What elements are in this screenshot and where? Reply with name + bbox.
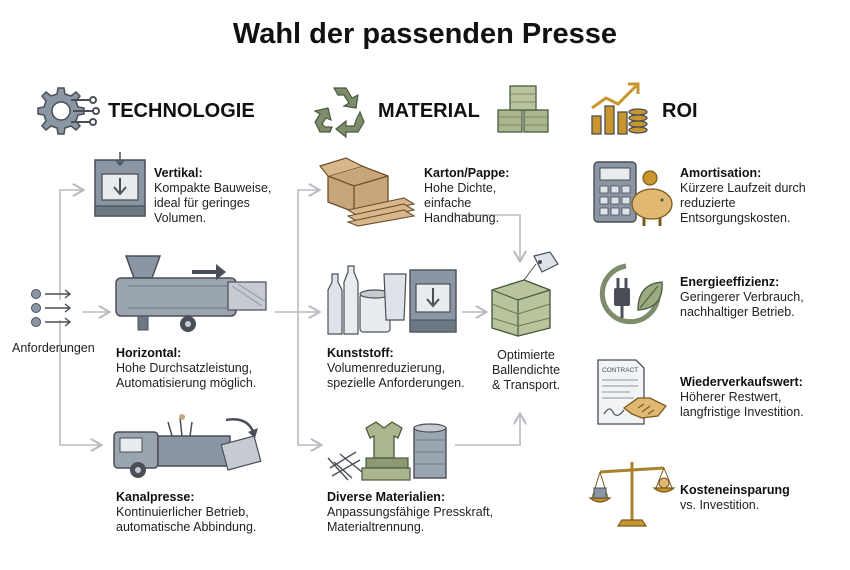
- contract-handshake-icon: CONTRACT: [597, 359, 668, 425]
- roi-resale-desc-line: Höherer Restwert,: [680, 390, 782, 404]
- material-cardboard-text: Karton/Pappe: Hohe Dichte, einfache Hand…: [424, 166, 509, 226]
- roi-energy-desc-line: nachhaltiger Betrieb.: [680, 305, 795, 319]
- tech-vertical-desc-line: Kompakte Bauweise,: [154, 181, 272, 195]
- section-material: MATERIAL: [378, 100, 480, 122]
- result-line: Optimierte: [497, 348, 555, 362]
- material-diverse-desc-line: Materialtrennung.: [327, 520, 425, 534]
- roi-energy-title: Energieeffizienz:: [680, 275, 780, 289]
- material-cardboard-title: Karton/Pappe:: [424, 166, 510, 180]
- tech-vertical-desc-line: Volumen.: [154, 211, 207, 225]
- material-cardboard-desc-line: Hohe Dichte,: [424, 181, 497, 195]
- roi-amortization-desc-line: Entsorgungskosten.: [680, 211, 791, 225]
- vertical-baler-icon: [94, 152, 146, 217]
- tech-vertical-text: Vertikal: Kompakte Bauweise, ideal für g…: [154, 166, 271, 226]
- recycle-icon: [313, 87, 365, 139]
- channel-baler-icon: [113, 414, 262, 478]
- tech-horizontal-desc-line: Automatisierung möglich.: [116, 376, 257, 390]
- result-line: & Transport.: [491, 378, 561, 392]
- material-cardboard-desc-line: einfache: [424, 196, 472, 210]
- tech-horizontal-desc-line: Hohe Durchsatzleistung,: [116, 361, 253, 375]
- requirements-label: Anforderungen: [12, 341, 95, 355]
- roi-resale-title: Wiederverkaufswert:: [680, 375, 803, 389]
- tech-channel-desc-line: Kontinuierlicher Betrieb,: [116, 505, 249, 519]
- plastic-bottles-icon: [327, 265, 457, 335]
- roi-savings-desc-line: vs. Investition.: [680, 498, 760, 512]
- page-title: Wahl der passenden Presse: [232, 18, 618, 50]
- roi-energy-desc-line: Geringerer Verbrauch,: [680, 290, 804, 304]
- bale-with-tag-icon: [491, 251, 559, 337]
- tech-channel-text: Kanalpresse: Kontinuierlicher Betrieb, a…: [116, 490, 256, 535]
- roi-savings-title: Kosteneinsparung: [680, 483, 790, 497]
- tech-horizontal-text: Horizontal: Hohe Durchsatzleistung, Auto…: [116, 346, 256, 391]
- material-diverse-title: Diverse Materialien:: [327, 490, 446, 504]
- balance-scale-icon: [588, 462, 676, 527]
- contract-heading: CONTRACT: [602, 367, 638, 374]
- mixed-materials-icon: [327, 421, 447, 481]
- roi-resale-text: Wiederverkaufswert: Höherer Restwert, la…: [680, 375, 804, 420]
- tech-horizontal-title: Horizontal:: [116, 346, 182, 360]
- roi-energy-text: Energieeffizienz: Geringerer Verbrauch, …: [680, 275, 804, 320]
- gear-circuit-icon: [37, 87, 100, 135]
- growth-chart-icon: [591, 82, 648, 135]
- material-cardboard-desc-line: Handhabung.: [424, 211, 500, 225]
- roi-resale-desc-line: langfristige Investition.: [680, 405, 804, 419]
- cardboard-box-icon: [318, 157, 416, 227]
- requirements-list-icon: [31, 289, 72, 327]
- roi-savings-text: Kosteneinsparung vs. Investition.: [680, 483, 790, 513]
- tech-channel-desc-line: automatische Abbindung.: [116, 520, 257, 534]
- material-diverse-desc-line: Anpassungsfähige Presskraft,: [327, 505, 494, 519]
- section-technology: TECHNOLOGIE: [108, 100, 255, 122]
- result-text: Optimierte Ballendichte & Transport.: [476, 348, 576, 393]
- horizontal-baler-icon: [115, 255, 267, 332]
- section-roi: ROI: [662, 100, 698, 122]
- tech-channel-title: Kanalpresse:: [116, 490, 195, 504]
- plug-leaf-icon: [599, 263, 663, 325]
- result-line: Ballendichte: [491, 363, 561, 377]
- material-plastic-desc-line: Volumenreduzierung,: [327, 361, 446, 375]
- tech-vertical-desc-line: ideal für geringes: [154, 196, 250, 210]
- tech-vertical-title: Vertikal:: [154, 166, 203, 180]
- bale-stack-icon: [497, 85, 549, 133]
- calculator-piggy-bank-icon: [593, 161, 673, 226]
- roi-amortization-title: Amortisation:: [680, 166, 762, 180]
- roi-amortization-desc-line: reduzierte: [680, 196, 736, 210]
- roi-amortization-desc-line: Kürzere Laufzeit durch: [680, 181, 806, 195]
- material-plastic-text: Kunststoff: Volumenreduzierung, speziell…: [327, 346, 465, 391]
- roi-amortization-text: Amortisation: Kürzere Laufzeit durch red…: [680, 166, 806, 226]
- material-plastic-title: Kunststoff:: [327, 346, 394, 360]
- material-diverse-text: Diverse Materialien: Anpassungsfähige Pr…: [327, 490, 493, 535]
- material-plastic-desc-line: spezielle Anforderungen.: [327, 376, 465, 390]
